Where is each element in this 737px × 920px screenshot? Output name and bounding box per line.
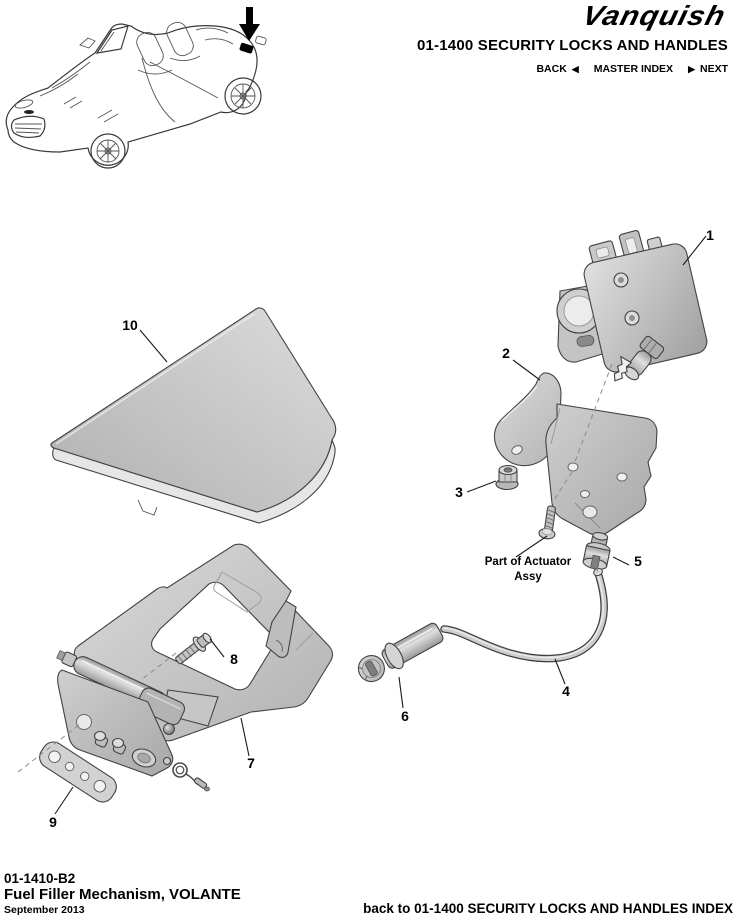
callout-10: 10	[122, 317, 138, 333]
callout-5: 5	[634, 553, 642, 569]
callout-1-leader	[682, 235, 707, 266]
windshield-outline	[95, 25, 129, 54]
actuator-assy-screw	[538, 505, 556, 540]
next-arrow-icon[interactable]: ▶	[688, 64, 695, 74]
assembly-dashed-lines	[17, 363, 613, 773]
callout-2-leader	[512, 359, 541, 381]
callout-7-leader	[240, 717, 250, 757]
part-1-lock-actuator	[556, 230, 708, 382]
header-nav: BACK ◀ MASTER INDEX ▶ NEXT	[536, 63, 728, 75]
rear-wheel	[224, 77, 262, 115]
callout-9-leader	[54, 786, 74, 815]
actuator-note-line2: Assy	[514, 571, 542, 583]
callout-9: 9	[49, 814, 57, 830]
front-wheel	[90, 133, 126, 169]
section-title: 01-1400 SECURITY LOCKS AND HANDLES	[416, 37, 728, 54]
next-link[interactable]: NEXT	[699, 63, 728, 75]
part-3-flange-nut	[495, 464, 519, 491]
car-location-illustration	[5, 7, 267, 169]
callout-8-leader	[209, 638, 225, 658]
master-index-link[interactable]: MASTER INDEX	[593, 63, 674, 75]
callout-10-leader	[139, 329, 168, 363]
callout-6-leader	[398, 676, 404, 709]
back-arrow-icon[interactable]: ◀	[571, 64, 579, 74]
doc-title: Fuel Filler Mechanism, VOLANTE	[4, 886, 241, 903]
part-6-release-handle	[357, 622, 444, 683]
callout-8: 8	[230, 651, 238, 667]
fuel-filler-location-arrow	[239, 7, 260, 41]
part-4-release-cable	[440, 567, 608, 663]
fuel-filler-marker	[239, 42, 254, 54]
back-to-index-link[interactable]: back to 01-1400 SECURITY LOCKS AND HANDL…	[363, 901, 733, 916]
callout-6: 6	[401, 708, 409, 724]
part-7-hinge-frame	[56, 543, 333, 792]
back-link[interactable]: BACK	[536, 63, 567, 75]
part-9-shim-plate	[39, 741, 117, 803]
doc-date: September 2013	[4, 904, 85, 916]
callout-leaders	[54, 235, 707, 815]
part-10-filler-flap	[50, 307, 337, 524]
part-5-bushing	[582, 531, 611, 570]
callout-4: 4	[562, 683, 570, 699]
callout-3: 3	[455, 484, 463, 500]
callout-7: 7	[247, 755, 255, 771]
actuator-mounting-bracket	[545, 403, 658, 536]
callout-3-leader	[466, 480, 497, 493]
callout-numbers: 1 2 3 4 5 6 7 8 9 10 Part of Actuator As…	[49, 227, 714, 830]
vanquish-logo: Vanquish	[579, 1, 729, 32]
actuator-note-line1: Part of Actuator	[485, 556, 572, 568]
callout-5-leader	[612, 556, 630, 566]
callout-1: 1	[706, 227, 714, 243]
doc-number: 01-1410-B2	[4, 871, 76, 886]
part-8-bolt	[175, 632, 212, 665]
actuator-note-leader	[515, 535, 548, 558]
callout-4-leader	[554, 658, 566, 685]
callout-2: 2	[502, 345, 510, 361]
